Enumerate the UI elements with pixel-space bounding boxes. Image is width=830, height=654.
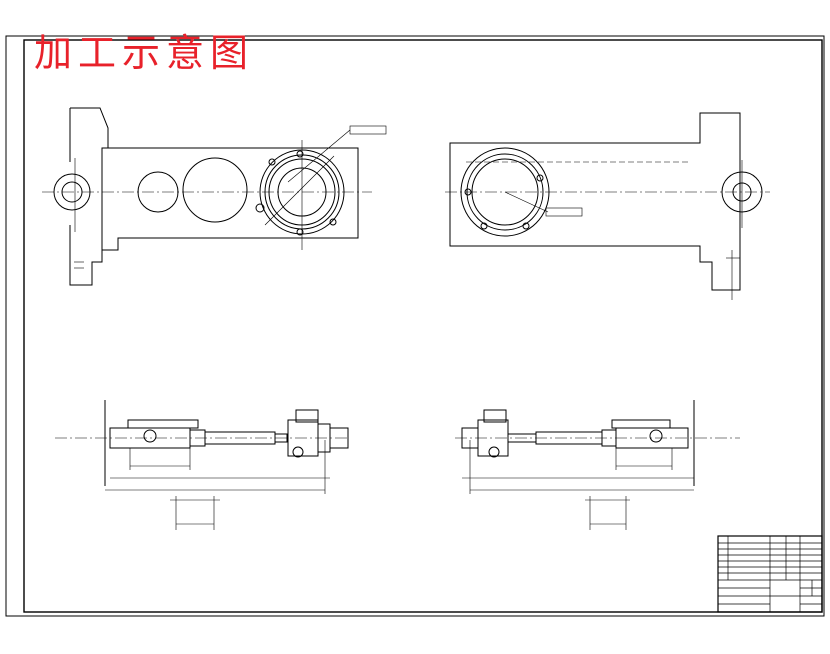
bottom-right-section (455, 400, 740, 530)
bottom-left-section (55, 400, 350, 530)
sheet-border (5, 35, 825, 617)
title-block (717, 535, 823, 613)
top-left-view (42, 107, 387, 286)
drawing-title: 加工示意图 (34, 31, 255, 75)
inner-frame (23, 39, 823, 613)
top-right-view (445, 112, 770, 300)
